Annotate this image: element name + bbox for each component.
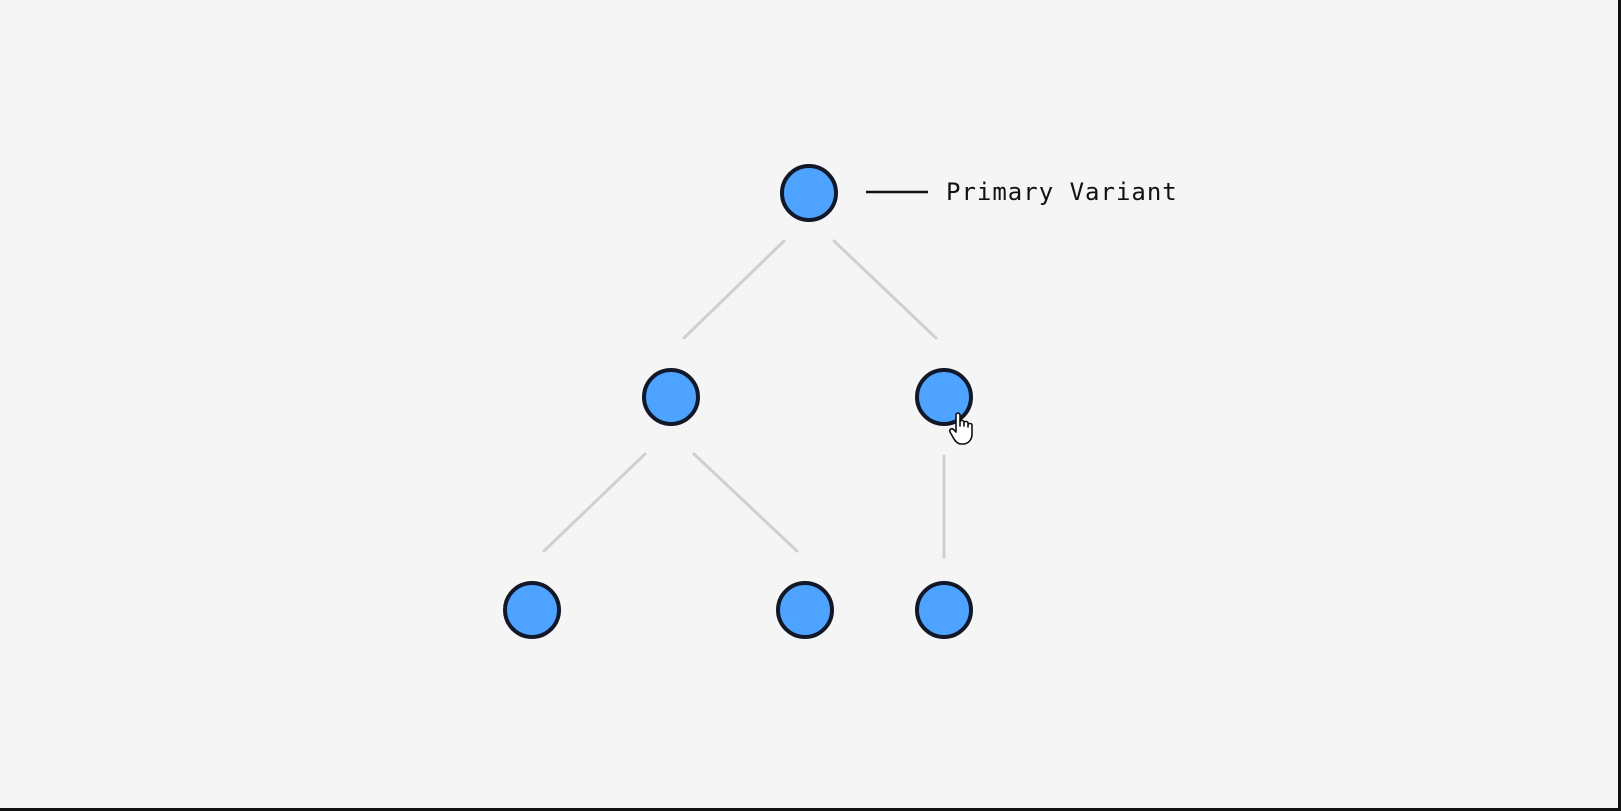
edge-left-to-leaf-2 [692, 452, 799, 553]
primary-variant-label: Primary Variant [946, 178, 1178, 206]
tree-node-level1-left[interactable] [642, 368, 700, 426]
tree-node-level1-right[interactable] [915, 368, 973, 426]
edge-root-to-right [832, 239, 938, 340]
edge-root-to-left [682, 239, 786, 340]
tree-node-root[interactable] [780, 164, 838, 222]
tree-node-leaf-1[interactable] [503, 581, 561, 639]
hand-pointer-icon [948, 412, 973, 445]
tree-node-leaf-3[interactable] [915, 581, 973, 639]
edge-left-to-leaf-1 [542, 452, 647, 553]
tree-node-leaf-2[interactable] [776, 581, 834, 639]
